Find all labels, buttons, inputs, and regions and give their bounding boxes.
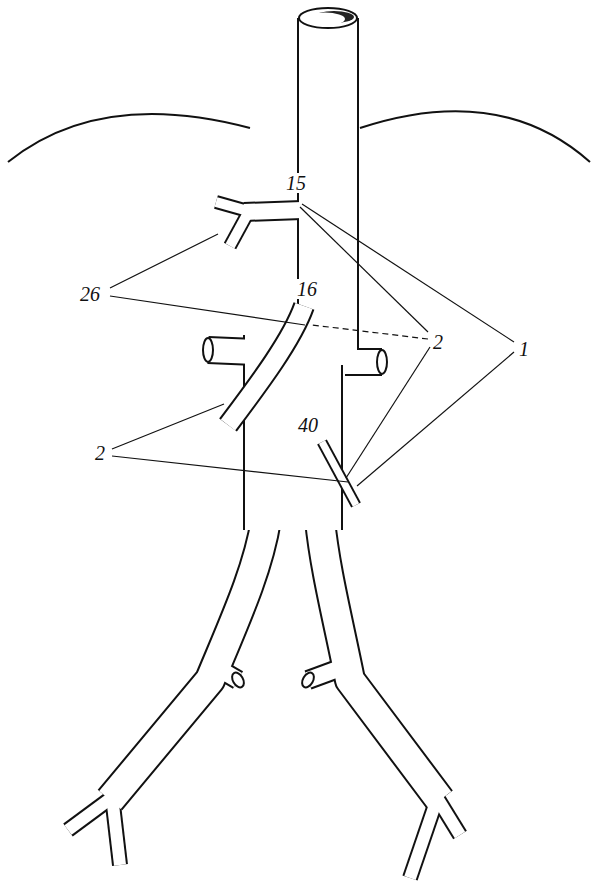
aorta-opening bbox=[299, 8, 357, 28]
callout-number: 1 bbox=[517, 339, 531, 359]
diaphragm bbox=[360, 111, 590, 162]
callout-number: 16 bbox=[295, 279, 319, 299]
vessel-outline bbox=[228, 306, 356, 505]
callout-number: 40 bbox=[296, 415, 320, 435]
vessel-opening bbox=[203, 338, 387, 689]
callout-number: 26 bbox=[78, 284, 102, 304]
leader-line bbox=[110, 204, 514, 486]
callout-number: 15 bbox=[284, 173, 308, 193]
aorta-opening bbox=[305, 13, 345, 26]
callout-number: 2 bbox=[431, 332, 445, 352]
vessel-lumen bbox=[228, 306, 356, 505]
diaphragm bbox=[8, 114, 250, 162]
callout-number: 2 bbox=[93, 443, 107, 463]
